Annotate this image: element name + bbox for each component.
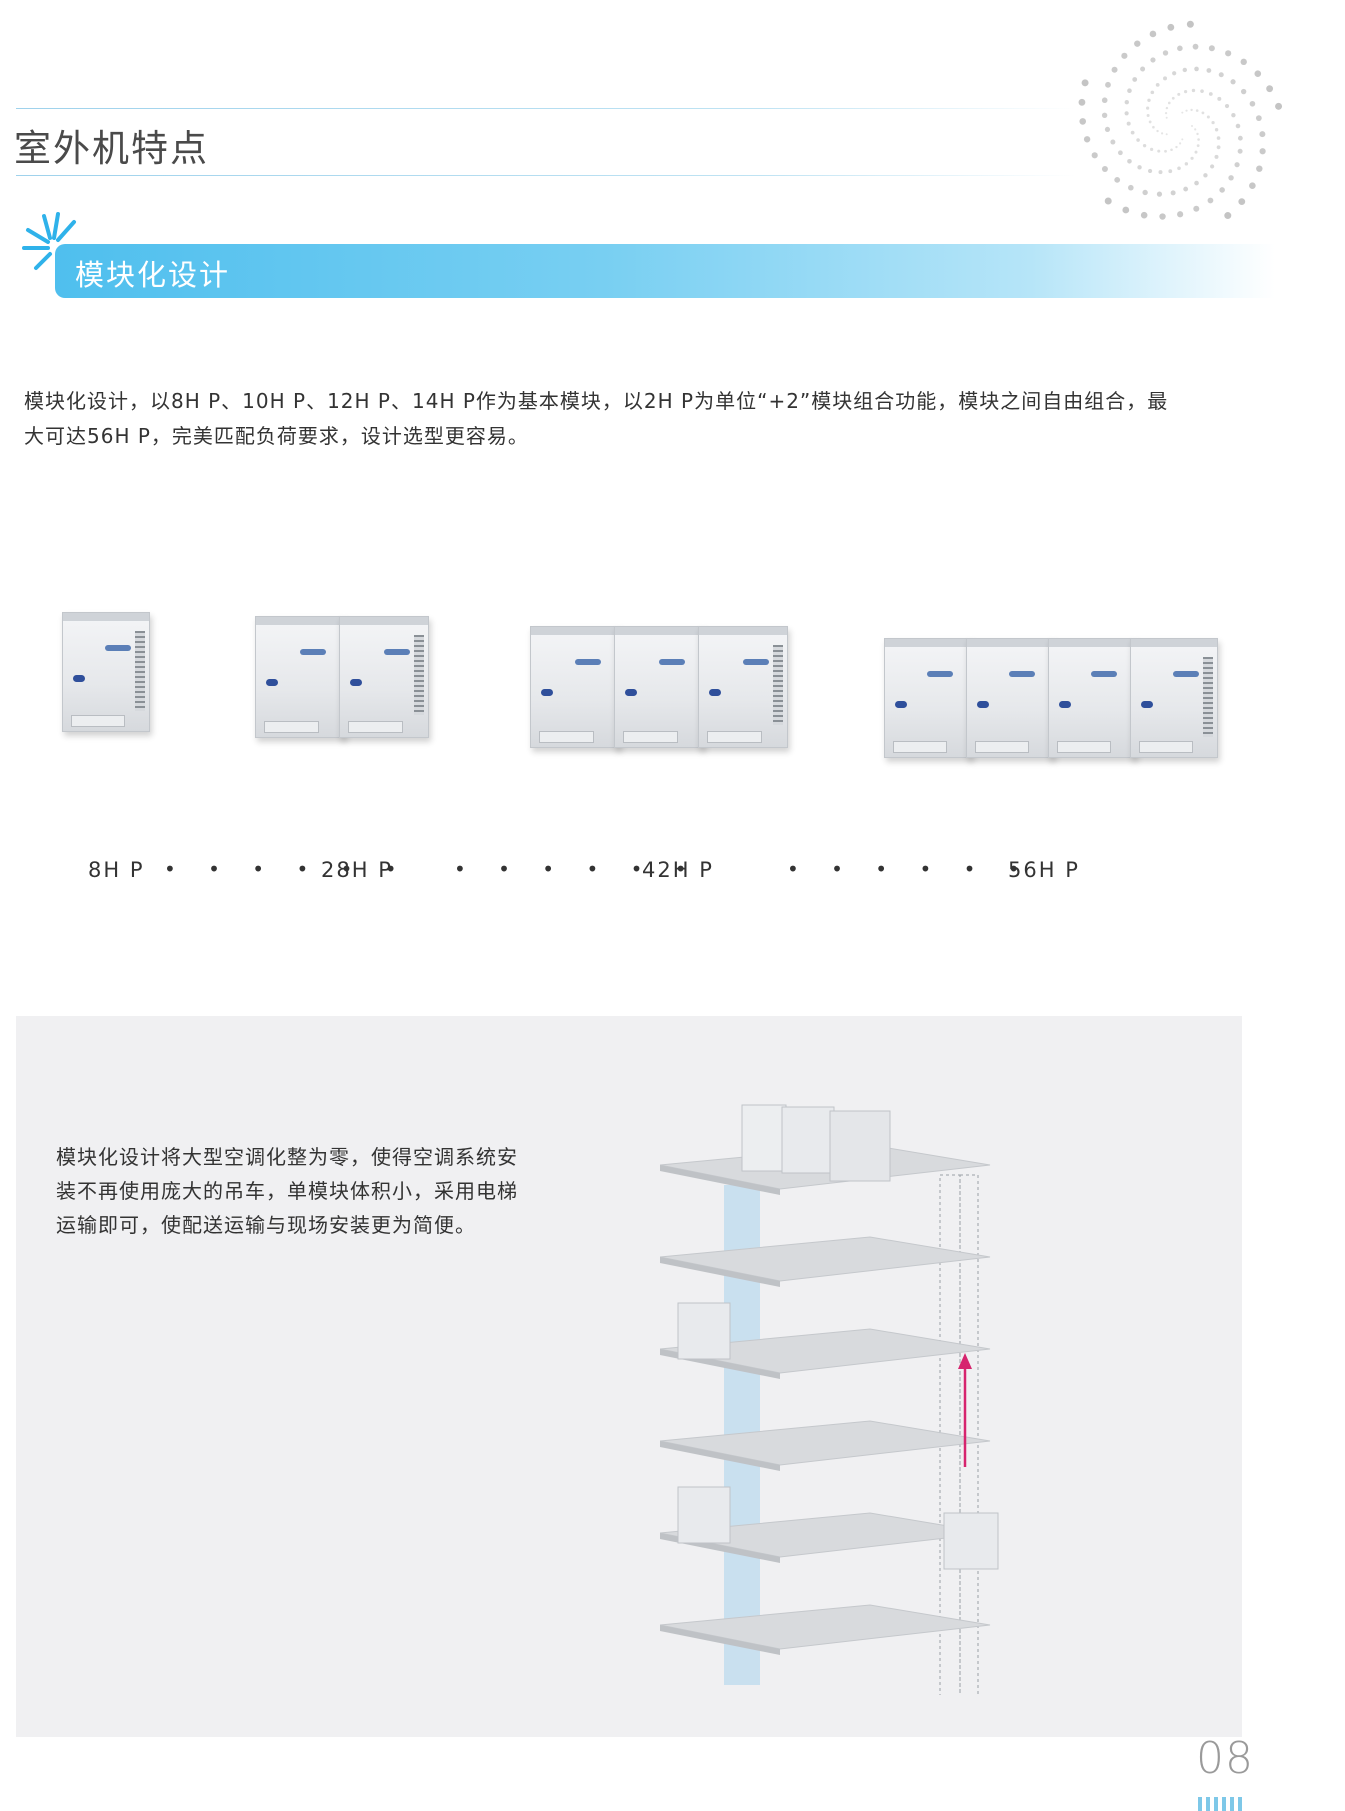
page-title: 室外机特点 [14,127,209,170]
corner-bars-decoration [1198,1797,1242,1811]
unit-group-28hp [255,616,429,738]
capacity-label-42hp: 42H P [642,858,714,882]
panel-paragraph: 模块化设计将大型空调化整为零，使得空调系统安 装不再使用庞大的吊车，单模块体积小… [56,1140,596,1242]
intro-paragraph: 模块化设计，以8H P、10H P、12H P、14H P作为基本模块，以2H … [24,384,1264,454]
upward-arrow [958,1353,972,1467]
section-title: 模块化设计 [75,258,231,292]
unit-group-8hp [62,612,150,732]
capacity-label-28hp: 28H P [321,858,393,882]
capacity-label-56hp: 56H P [1008,858,1080,882]
unit-group-56hp [884,638,1218,758]
capacity-label-8hp: 8H P [88,858,145,882]
separator-dots: • • • • • • [787,857,1033,881]
outdoor-unit [966,638,1054,758]
floor-slab [660,1420,991,1466]
header-top-rule [16,108,1076,109]
stacked-units-top [741,1104,891,1182]
outdoor-unit [698,626,788,748]
panel-text-line: 装不再使用庞大的吊车，单模块体积小，采用电梯 [56,1179,518,1203]
header-bottom-rule [16,175,1076,176]
burst-icon [22,212,76,270]
single-unit [677,1302,731,1360]
outdoor-unit [255,616,345,738]
separator-dots: • • • • • • [454,857,700,881]
unit-group-42hp [530,626,788,748]
outdoor-unit [530,626,620,748]
panel-text-line: 运输即可，使配送运输与现场安装更为简便。 [56,1213,476,1237]
building-floors-illustration [660,1104,999,1695]
elevator-unit [943,1512,999,1570]
page-number: 08 [1196,1733,1254,1784]
elevator-transport-panel [16,1016,1242,1737]
outdoor-unit [62,612,150,732]
section-banner [55,244,1275,298]
single-unit [677,1486,731,1544]
outdoor-unit [1048,638,1136,758]
outdoor-unit [339,616,429,738]
outdoor-unit [884,638,972,758]
outdoor-unit [1130,638,1218,758]
dotted-spiral-decoration [1078,20,1283,220]
panel-text-line: 模块化设计将大型空调化整为零，使得空调系统安 [56,1145,518,1169]
separator-dots: • • • • • • [164,857,410,881]
outdoor-unit [614,626,704,748]
intro-line: 大可达56H P，完美匹配负荷要求，设计选型更容易。 [24,424,529,448]
intro-line: 模块化设计，以8H P、10H P、12H P、14H P作为基本模块，以2H … [24,389,1169,413]
